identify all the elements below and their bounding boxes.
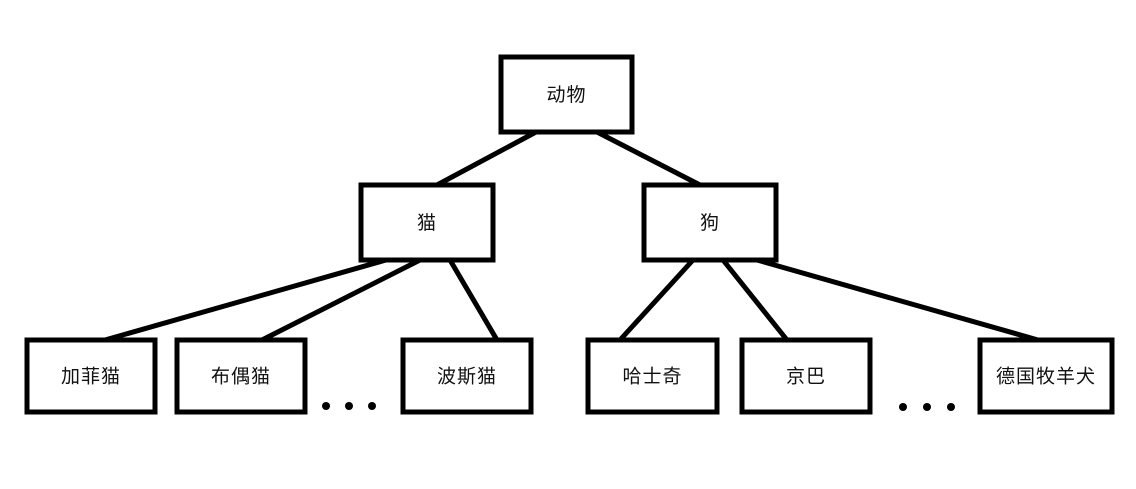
- node-dog-leaf-1-box[interactable]: [585, 337, 720, 415]
- ellipsis-dot-3: [947, 403, 955, 411]
- node-dog-leaf-2-label: 京巴: [786, 366, 826, 388]
- ellipsis-dot-2: [345, 402, 353, 410]
- node-dog[interactable]: 狗: [641, 182, 779, 263]
- edge-cat-to-leaf-3: [447, 258, 500, 342]
- node-cat-label: 猫: [417, 212, 437, 234]
- node-dog-label: 狗: [700, 212, 720, 234]
- node-cat-box[interactable]: [358, 182, 496, 263]
- dog-ellipsis-icon: [899, 403, 955, 411]
- node-dog-leaf-2[interactable]: 京巴: [739, 337, 873, 415]
- node-cat-leaf-2-label: 布偶猫: [211, 366, 271, 388]
- node-root-label: 动物: [546, 84, 586, 106]
- edge-cat-to-leaf-2: [260, 257, 422, 343]
- ellipsis-dot-1: [899, 403, 907, 411]
- node-cat-leaf-2-box[interactable]: [174, 337, 308, 415]
- node-dog-leaf-1[interactable]: 哈士奇: [585, 337, 720, 415]
- node-cat-leaf-1-box[interactable]: [24, 337, 158, 415]
- node-dog-leaf-1-label: 哈士奇: [622, 366, 682, 388]
- edge-dog-to-leaf-1: [618, 258, 695, 342]
- edge-cat-to-leaf-1: [104, 257, 387, 343]
- node-cat[interactable]: 猫: [358, 182, 496, 263]
- edge-group: [104, 129, 1039, 343]
- node-dog-leaf-3-label: 德国牧羊犬: [996, 366, 1096, 388]
- node-root-box[interactable]: [498, 54, 635, 135]
- edge-root-to-cat: [435, 129, 538, 188]
- node-cat-leaf-1[interactable]: 加菲猫: [24, 337, 158, 415]
- node-cat-leaf-2[interactable]: 布偶猫: [174, 337, 308, 415]
- ellipsis-dot-1: [322, 402, 330, 410]
- node-cat-leaf-1-label: 加菲猫: [61, 366, 121, 388]
- edge-root-to-dog: [595, 129, 702, 188]
- node-root[interactable]: 动物: [498, 54, 635, 135]
- ellipsis-dot-3: [368, 402, 376, 410]
- cat-ellipsis-icon: [322, 402, 376, 410]
- node-cat-leaf-3[interactable]: 波斯猫: [400, 337, 534, 415]
- ellipsis-dot-2: [923, 403, 931, 411]
- node-dog-box[interactable]: [641, 182, 779, 263]
- node-dog-leaf-3[interactable]: 德国牧羊犬: [977, 337, 1115, 415]
- edge-dog-to-leaf-3: [756, 257, 1039, 343]
- edge-dog-to-leaf-2: [721, 258, 789, 342]
- node-cat-leaf-3-box[interactable]: [400, 337, 534, 415]
- node-cat-leaf-3-label: 波斯猫: [437, 366, 497, 388]
- node-dog-leaf-3-box[interactable]: [977, 337, 1115, 415]
- node-dog-leaf-2-box[interactable]: [739, 337, 873, 415]
